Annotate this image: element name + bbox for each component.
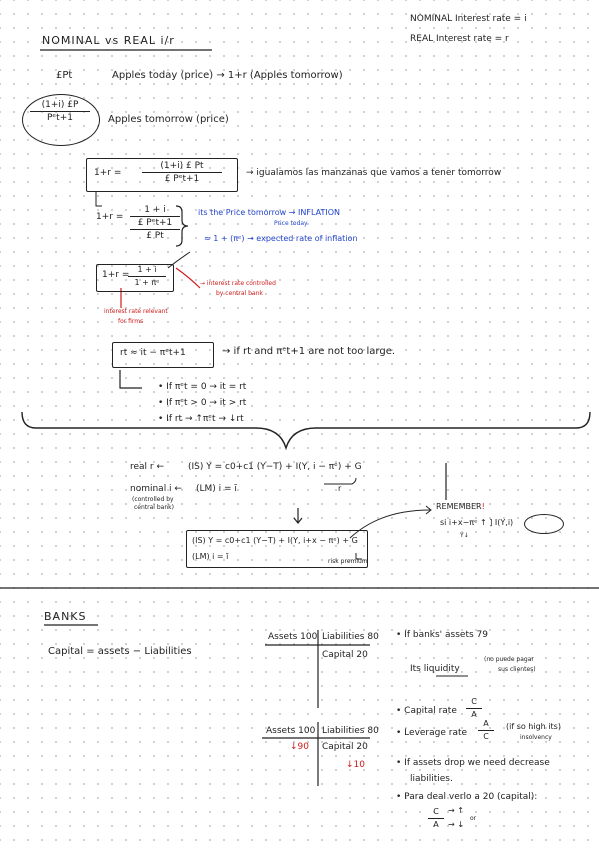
remember-label: REMEMBER! [436,502,485,511]
lm-equation: (LM) i = ī [196,484,237,494]
eq3-real-note-2: for firms [118,318,144,325]
nominal-i-label: nominal i ← [130,484,182,494]
eq3-fraction: 1 + i 1 + πᵉ [128,264,166,289]
real-r-label: real r ← [130,462,165,472]
leverage-rate-num: A [478,718,494,731]
nominal-i-sub-1: (controlled by [132,496,174,503]
approx-case-2: • If πᵉt > 0 → it > rt [158,398,247,408]
eq1-numerator: (1+i) £ Pt [142,160,222,173]
note-capital-rate: • Capital rate [396,706,457,716]
eq2-expected-inflation: ≈ 1 + (πᵉ) → expected rate of inflation [204,234,358,243]
islm-box [186,530,368,568]
remember-rule: si i+x−πᵉ ↑ ] I(Y,i) [440,518,514,527]
note-no-puede: (no puede pagar [484,656,534,663]
remember-exclamation: ! [481,502,485,511]
eq3-nominal-note-2: by central bank [216,290,263,297]
capital-ratio-or: or [470,815,477,822]
circled-denominator: Pᵉt+1 [47,113,73,123]
is-equation: (IS) Y = c0+c1 (Y−T) + I(Y, i − πᵉ) + G [188,462,362,472]
approx-condition: → if rt and πᵉt+1 are not too large. [222,346,396,357]
t2-capital: Capital 20 [322,742,368,752]
capital-rate-fraction: C A [466,696,482,721]
capital-ratio-num: C [428,806,444,819]
approx-case-1: • If πᵉt = 0 → it = rt [158,382,247,392]
t1-capital: Capital 20 [322,650,368,660]
page-title: NOMINAL vs REAL i/r [42,34,175,47]
note-assets-drop: • If assets drop we need decrease [396,758,550,768]
remember-circle [524,514,564,534]
eq3-denominator: 1 + πᵉ [134,278,160,287]
capital-ratio-arrow-1: → ↑ [448,806,464,815]
eq3-nominal-note: → interest rate controlled [200,280,276,287]
risk-premium-label: risk premium [328,558,368,565]
eq2-lhs: 1+r = [96,212,124,222]
eq1-note: → igualamos las manzanas que vamos a ten… [246,168,502,178]
nominal-rate-definition: NOMINAL Interest rate = i [410,14,527,24]
box-lm-equation: (LM) i = ī [192,552,229,561]
capital-rate-num: C [466,696,482,709]
remember-sub: Y↓ [460,532,469,539]
equation-box-3 [96,264,174,292]
eq1-lhs: 1+r = [94,168,122,178]
circled-fraction: (1+i) £P Pᵉt+1 [30,99,90,124]
apples-tomorrow-line: Apples tomorrow (price) [108,114,229,125]
eq1-fraction: (1+i) £ Pt £ Pᵉt+1 [142,160,222,185]
t2-assets: Assets 100 [266,726,316,736]
t1-assets: Assets 100 [268,632,318,642]
eq3-numerator: 1 + i [128,264,166,277]
eq2-den-den: £ Pt [146,231,164,241]
real-rate-definition: REAL Interest rate = r [410,34,509,44]
eq2-den-num: £ Pᵉt+1 [130,217,180,230]
eq2-price-today-note: Price today [274,220,308,227]
capital-definition: Capital = assets − Liabilities [48,646,192,657]
note-assets-79: • If banks' assets 79 [396,630,488,640]
eq3-real-note: interest rate relevant [104,308,168,315]
equation-box-1 [86,158,238,192]
leverage-rate-den: C [483,732,489,741]
note-liquidity: Its liquidity [410,664,460,674]
approx-case-3: • If rt → ↑πᵉt → ↓rt [158,414,244,424]
t2-assets-drop: ↓90 [290,742,309,752]
note-leverage-rate: • Leverage rate [396,728,468,738]
box-is-equation: (IS) Y = c0+c1 (Y−T) + I(Y, i+x − πᵉ) + … [192,536,358,545]
eq3-lhs: 1+r = [102,270,130,280]
capital-ratio-fraction: C A [428,806,444,831]
eq2-fraction: 1 + i £ Pᵉt+1 £ Pt [130,204,180,242]
banks-title: BANKS [44,610,87,623]
note-liabilities: liabilities. [410,774,453,784]
approx-rule-box [112,342,214,368]
leverage-sub: insolvency [520,734,552,741]
capital-ratio-arrow-2: → ↓ [448,820,464,829]
leverage-note: (if so high its) [506,722,561,731]
t2-capital-drop: ↓10 [346,760,365,770]
nominal-i-sub-2: central bank) [134,504,174,511]
apple-price-label: £Pt [56,70,73,81]
eq1-denominator: £ Pᵉt+1 [164,174,200,184]
apples-today-line: Apples today (price) → 1+r (Apples tomor… [112,70,343,81]
note-para-20: • Para deal verlo a 20 (capital): [396,792,538,802]
circled-numerator: (1+i) £P [30,99,90,112]
capital-ratio-den: A [433,820,439,829]
approx-rule: rt ≈ it − πᵉt+1 [120,348,186,358]
note-sus-clientes: sus clientes) [498,666,536,673]
eq2-inflation-note: its the Price tomorrow → INFLATION [198,208,340,217]
capital-rate-den: A [471,710,477,719]
is-equation-sub: r [338,484,342,493]
t1-liabilities: Liabilities 80 [322,632,379,642]
t2-liabilities: Liabilities 80 [322,726,379,736]
circled-apples-fraction [22,94,100,146]
leverage-rate-fraction: A C [478,718,494,743]
eq2-numerator: 1 + i [130,204,180,217]
